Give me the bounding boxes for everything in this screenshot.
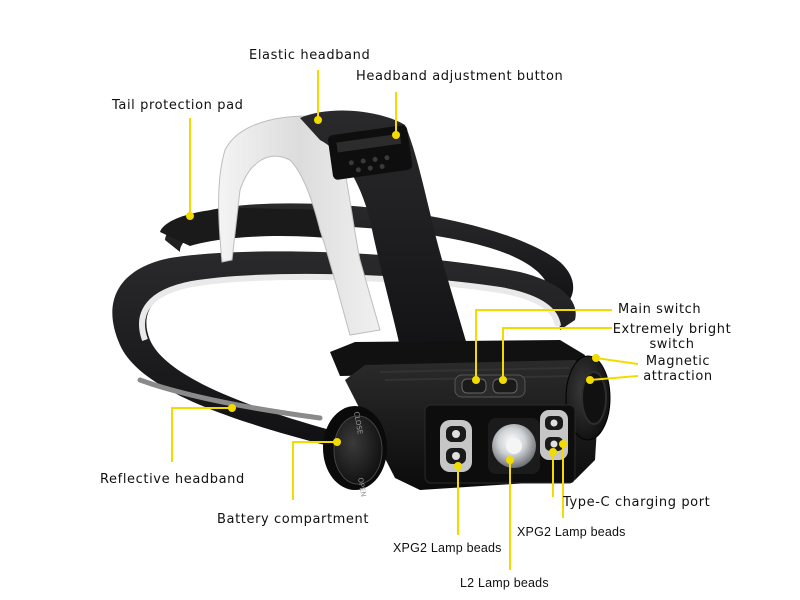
reflective-stripe — [137, 377, 323, 421]
xpg2-left-leds — [440, 420, 472, 472]
label-magnetic-line2: attraction — [643, 369, 713, 384]
battery-cap: CLOSE OPEN — [323, 406, 387, 497]
label-battery-compartment: Battery compartment — [217, 512, 370, 527]
label-extremely-bright-line2: switch — [649, 337, 695, 352]
cap-close-text: CLOSE — [352, 411, 364, 435]
label-tail-protection-pad: Tail protection pad — [112, 98, 244, 113]
label-xpg2-lamp-beads-left: XPG2 Lamp beads — [393, 541, 502, 555]
label-l2-lamp-beads: L2 Lamp beads — [460, 576, 549, 590]
label-reflective-headband: Reflective headband — [100, 472, 245, 487]
label-magnetic-line1: Magnetic — [645, 354, 711, 369]
switch-panel — [454, 374, 526, 398]
l2-lens — [488, 418, 540, 474]
tail-pad — [160, 208, 345, 246]
label-main-switch: Main switch — [618, 302, 702, 317]
side-strap — [112, 251, 576, 445]
label-extremely-bright-switch: Extremely bright switch — [611, 322, 733, 352]
label-headband-adjustment-button: Headband adjustment button — [356, 69, 564, 84]
top-strap — [300, 110, 470, 370]
label-elastic-headband: Elastic headband — [249, 48, 371, 63]
label-xpg2-lamp-beads-right: XPG2 Lamp beads — [517, 525, 626, 539]
adjustment-buckle — [327, 125, 413, 180]
label-magnetic-attraction: Magnetic attraction — [638, 354, 718, 384]
cap-open-text: OPEN — [356, 477, 367, 497]
leader-lines — [171, 70, 639, 570]
label-extremely-bright-line1: Extremely bright — [612, 322, 732, 337]
xpg2-right-leds — [540, 410, 568, 460]
label-type-c-charging-port: Type-C charging port — [563, 495, 711, 510]
rear-strap — [165, 203, 574, 310]
